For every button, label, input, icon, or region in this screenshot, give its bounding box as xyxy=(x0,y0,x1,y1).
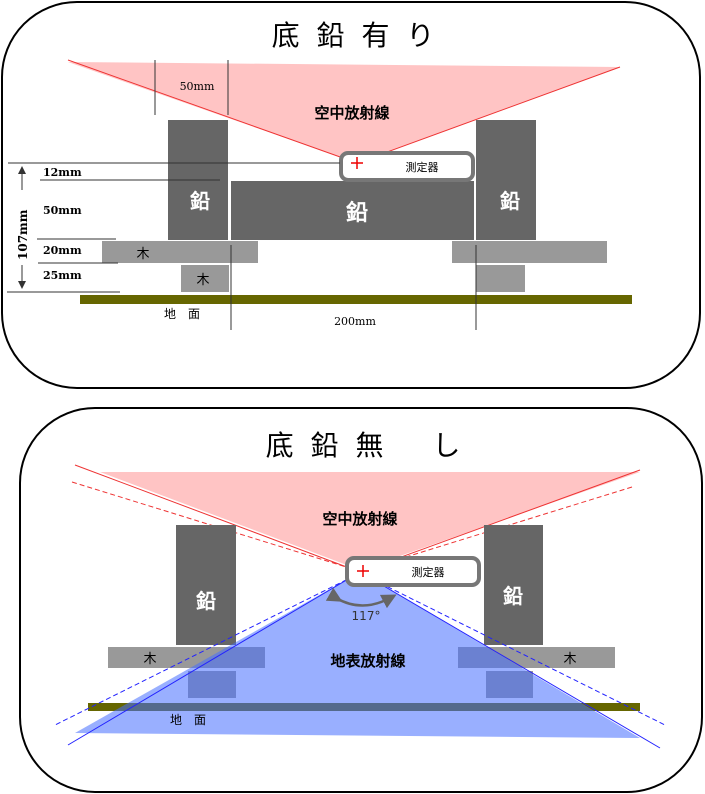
lead-label: 鉛 xyxy=(503,584,523,608)
dim-label: 50mm xyxy=(43,204,82,217)
dim-label: 50mm xyxy=(180,80,215,93)
lead-block-right xyxy=(484,525,543,645)
ray-line xyxy=(359,571,661,749)
wood-label: 木 xyxy=(143,652,156,667)
ground-label: 地 面 xyxy=(170,713,206,727)
detector-label: 測定器 xyxy=(412,565,445,579)
wood-plank-left xyxy=(102,241,258,263)
lead-label: 鉛 xyxy=(500,189,520,213)
wood-label: 木 xyxy=(196,273,209,288)
wood-block-left xyxy=(181,265,229,292)
ray-line xyxy=(359,469,641,573)
ray-line xyxy=(74,464,361,573)
air-radiation-cone xyxy=(100,472,640,570)
wood-plank-right xyxy=(452,241,607,263)
panel-title: 底 鉛 無 し xyxy=(266,429,465,462)
dim-total-label: 107mm xyxy=(16,209,30,260)
top-panel: 底 鉛 有 り 50mm 空中放射線 鉛 鉛 鉛 測定器 木 木 地 面 xyxy=(1,1,701,389)
dim-label: 12mm xyxy=(43,166,82,179)
detector-label: 測定器 xyxy=(406,160,439,174)
detector-cross-icon xyxy=(357,565,369,577)
dimension-lines xyxy=(7,162,477,330)
ray-line xyxy=(67,59,358,164)
lead-block-right xyxy=(476,120,536,240)
ground-bar xyxy=(80,295,632,304)
detector-box xyxy=(339,151,475,182)
ground-radiation-label: 地表放射線 xyxy=(330,652,405,670)
bottom-panel: 底 鉛 無 し 空中放射線 鉛 鉛 木 木 地 面 地表放射線 測定器 117° xyxy=(19,407,703,793)
dim-width-label: 200mm xyxy=(334,315,376,328)
lead-block-left xyxy=(176,525,236,645)
ground-label: 地 面 xyxy=(164,307,200,321)
detector-cross-icon xyxy=(351,157,363,169)
lead-label: 鉛 xyxy=(346,200,368,226)
lead-block-bottom xyxy=(231,181,474,240)
angle-arc-icon xyxy=(325,587,397,609)
detector-box xyxy=(345,556,481,587)
dim-label: 20mm xyxy=(43,244,82,257)
wood-label: 木 xyxy=(563,652,576,667)
wood-label: 木 xyxy=(136,247,149,262)
lead-label: 鉛 xyxy=(190,189,210,213)
dim-label: 25mm xyxy=(43,269,82,282)
air-radiation-label: 空中放射線 xyxy=(322,510,397,528)
angle-label: 117° xyxy=(352,609,381,623)
ground-radiation-cone xyxy=(75,572,640,738)
air-radiation-label: 空中放射線 xyxy=(314,104,389,122)
air-radiation-cone xyxy=(68,62,620,163)
wood-block-right xyxy=(476,265,525,292)
ray-line xyxy=(356,66,621,164)
panel-title: 底 鉛 有 り xyxy=(272,19,439,52)
ray-line xyxy=(67,571,361,746)
lead-label: 鉛 xyxy=(196,589,216,613)
